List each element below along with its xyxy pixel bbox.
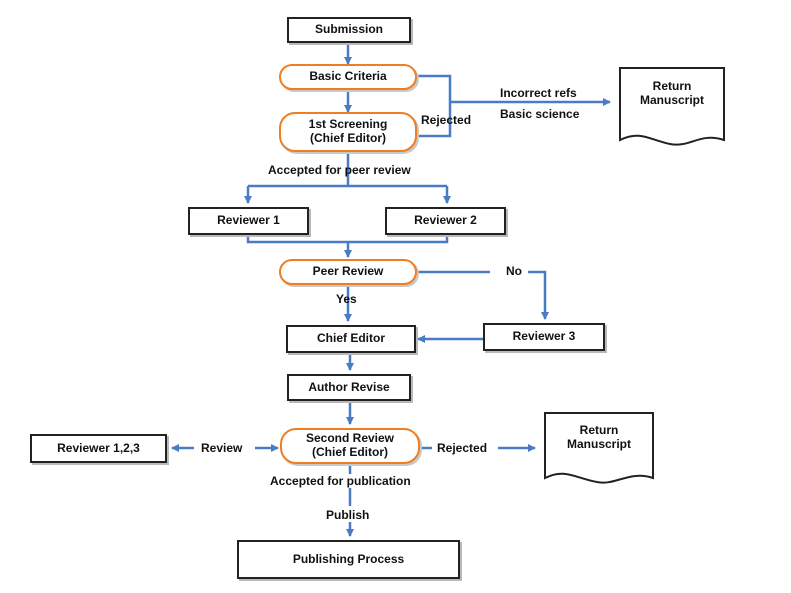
chief-editor-box: Chief Editor bbox=[286, 325, 416, 353]
return-bottom-line2: Manuscript bbox=[566, 436, 631, 451]
second-review-subtitle: (Chief Editor) bbox=[312, 445, 388, 459]
return-manuscript-top-shape bbox=[619, 67, 725, 146]
return-manuscript-bottom-shape bbox=[544, 412, 654, 484]
arrow-no-to-reviewer-3 bbox=[528, 270, 549, 320]
label-basic-science: Basic science bbox=[500, 107, 580, 121]
reviewer-1-box: Reviewer 1 bbox=[188, 207, 309, 235]
publishing-process-box: Publishing Process bbox=[237, 540, 460, 579]
reviewer-123-box: Reviewer 1,2,3 bbox=[30, 434, 167, 463]
first-screening-node: 1st Screening (Chief Editor) bbox=[279, 112, 417, 152]
second-review-node: Second Review (Chief Editor) bbox=[280, 428, 420, 464]
first-screening-subtitle: (Chief Editor) bbox=[310, 131, 386, 145]
label-publish: Publish bbox=[326, 508, 370, 522]
first-screening-title: 1st Screening bbox=[308, 117, 388, 132]
return-top-line2: Manuscript bbox=[639, 92, 704, 107]
second-review-title: Second Review bbox=[305, 431, 395, 446]
connector-reviewers-merge bbox=[246, 235, 449, 244]
submission-box: Submission bbox=[287, 17, 411, 43]
basic-criteria-node: Basic Criteria bbox=[279, 64, 417, 90]
label-accepted-peer-review: Accepted for peer review bbox=[268, 163, 411, 177]
return-top-line1: Return bbox=[652, 79, 692, 93]
label-no: No bbox=[506, 264, 522, 278]
reviewer-3-box: Reviewer 3 bbox=[483, 323, 605, 351]
author-revise-box: Author Revise bbox=[287, 374, 411, 401]
peer-review-node: Peer Review bbox=[279, 259, 417, 285]
return-manuscript-bottom-label: Return Manuscript bbox=[545, 423, 653, 452]
label-review: Review bbox=[201, 441, 243, 455]
label-rejected-top: Rejected bbox=[421, 113, 472, 127]
label-rejected-bottom: Rejected bbox=[437, 441, 488, 455]
label-incorrect-refs: Incorrect refs bbox=[500, 86, 577, 100]
label-yes: Yes bbox=[336, 292, 357, 306]
reviewer-2-box: Reviewer 2 bbox=[385, 207, 506, 235]
label-accepted-publication: Accepted for publication bbox=[270, 474, 411, 488]
connector-criteria-to-branch bbox=[418, 74, 452, 138]
return-manuscript-top-label: Return Manuscript bbox=[620, 79, 724, 108]
return-bottom-line1: Return bbox=[579, 423, 619, 437]
